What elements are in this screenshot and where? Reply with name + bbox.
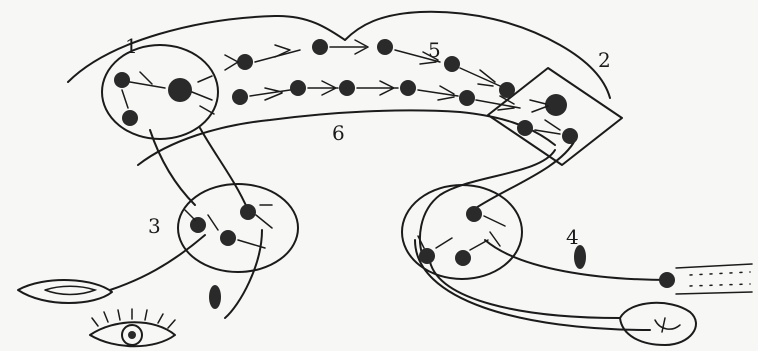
pathway-region1-to-region3-left — [150, 130, 195, 205]
neuron — [455, 250, 471, 266]
neuron — [232, 89, 248, 105]
receptor-tube — [659, 264, 752, 294]
lens-organ-icon — [18, 280, 112, 303]
pathway-outer-loop — [415, 240, 650, 330]
neuron — [220, 230, 236, 246]
region-1-circle — [102, 45, 218, 139]
ganglion-near-eye — [209, 285, 221, 309]
bulb-inner — [655, 318, 680, 332]
neuron-large — [545, 94, 567, 116]
neuron — [312, 39, 328, 55]
neuron — [562, 128, 578, 144]
neuron — [499, 82, 515, 98]
neuron — [400, 80, 416, 96]
label-5: 5 — [428, 38, 441, 62]
label-2: 2 — [598, 48, 611, 72]
label-6: 6 — [332, 121, 345, 145]
pathway-region3-to-lens — [110, 235, 205, 290]
pathway-region2-descending — [470, 140, 575, 212]
region-2-neurons — [517, 94, 578, 144]
neuron — [290, 80, 306, 96]
label-3: 3 — [148, 214, 161, 238]
neuron — [339, 80, 355, 96]
neuron — [114, 72, 130, 88]
region-1-neurons — [114, 72, 214, 126]
neuron — [419, 248, 435, 264]
right-circle-neurons — [418, 206, 505, 266]
neuron — [240, 204, 256, 220]
neuron — [122, 110, 138, 126]
neuron — [377, 39, 393, 55]
label-4: 4 — [566, 225, 579, 249]
neuron — [190, 217, 206, 233]
neuron — [444, 56, 460, 72]
neuron — [517, 120, 533, 136]
eye-icon — [90, 309, 175, 346]
dendrites-upper — [225, 40, 520, 110]
neuron — [459, 90, 475, 106]
neuron — [237, 54, 253, 70]
label-1: 1 — [125, 34, 138, 58]
pathway-to-bulb — [430, 262, 620, 318]
neuron — [466, 206, 482, 222]
pathway-region1-to-region3-right — [200, 128, 248, 210]
receptor-neuron — [659, 272, 675, 288]
neuron-large — [168, 78, 192, 102]
